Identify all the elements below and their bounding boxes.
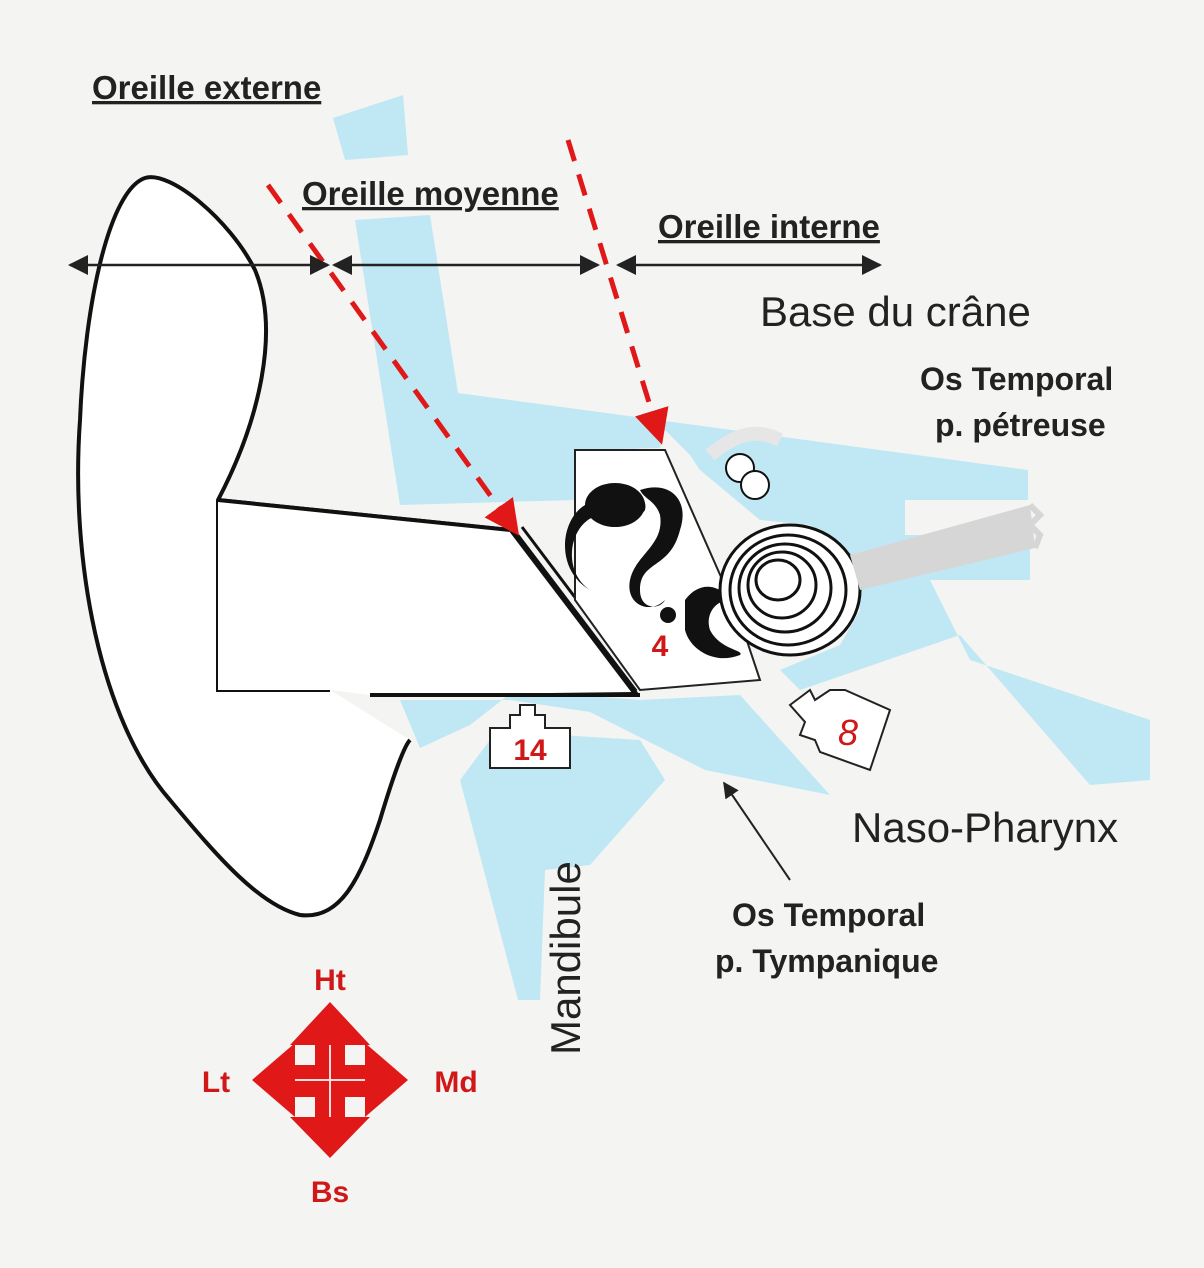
compass-right-label: Md bbox=[434, 1066, 477, 1099]
ossicles bbox=[565, 483, 741, 659]
dashed-line-middle-internal bbox=[565, 139, 669, 445]
marker-14-text: 14 bbox=[513, 734, 547, 767]
pointer-tympanic bbox=[723, 781, 791, 881]
orientation-compass: Ht Bs Lt Md bbox=[202, 964, 478, 1209]
marker-8: 8 bbox=[788, 688, 892, 772]
mandible bbox=[460, 735, 665, 1000]
compass-left-label: Lt bbox=[202, 1066, 230, 1099]
outer-ear-outline bbox=[76, 175, 412, 918]
label-base-du-crane: Base du crâne bbox=[760, 288, 1031, 335]
label-oreille-moyenne: Oreille moyenne bbox=[302, 175, 559, 212]
label-os-temporal-petreuse-2: p. pétreuse bbox=[935, 407, 1106, 443]
marker-8-text: 8 bbox=[838, 712, 858, 753]
marker-4-text: 4 bbox=[652, 630, 669, 663]
label-os-temporal-tympanique-1: Os Temporal bbox=[732, 897, 925, 933]
semicircular-canals bbox=[705, 426, 784, 500]
compass-up-label: Ht bbox=[314, 964, 346, 997]
temporal-bone-tympanic bbox=[400, 690, 830, 795]
label-oreille-interne: Oreille interne bbox=[658, 208, 880, 245]
tympanic-membrane bbox=[509, 528, 638, 694]
temporal-bone-petrous bbox=[333, 95, 1150, 785]
marker-14: 14 bbox=[489, 704, 571, 769]
compass-down-label: Bs bbox=[311, 1176, 349, 1209]
cochlea bbox=[718, 523, 862, 657]
label-naso-pharynx: Naso-Pharynx bbox=[852, 804, 1118, 851]
label-os-temporal-tympanique-2: p. Tympanique bbox=[715, 943, 938, 979]
label-mandibule: Mandibule bbox=[542, 861, 589, 1055]
label-os-temporal-petreuse-1: Os Temporal bbox=[920, 361, 1113, 397]
auditory-nerve bbox=[850, 505, 1035, 590]
label-oreille-externe: Oreille externe bbox=[92, 69, 321, 106]
